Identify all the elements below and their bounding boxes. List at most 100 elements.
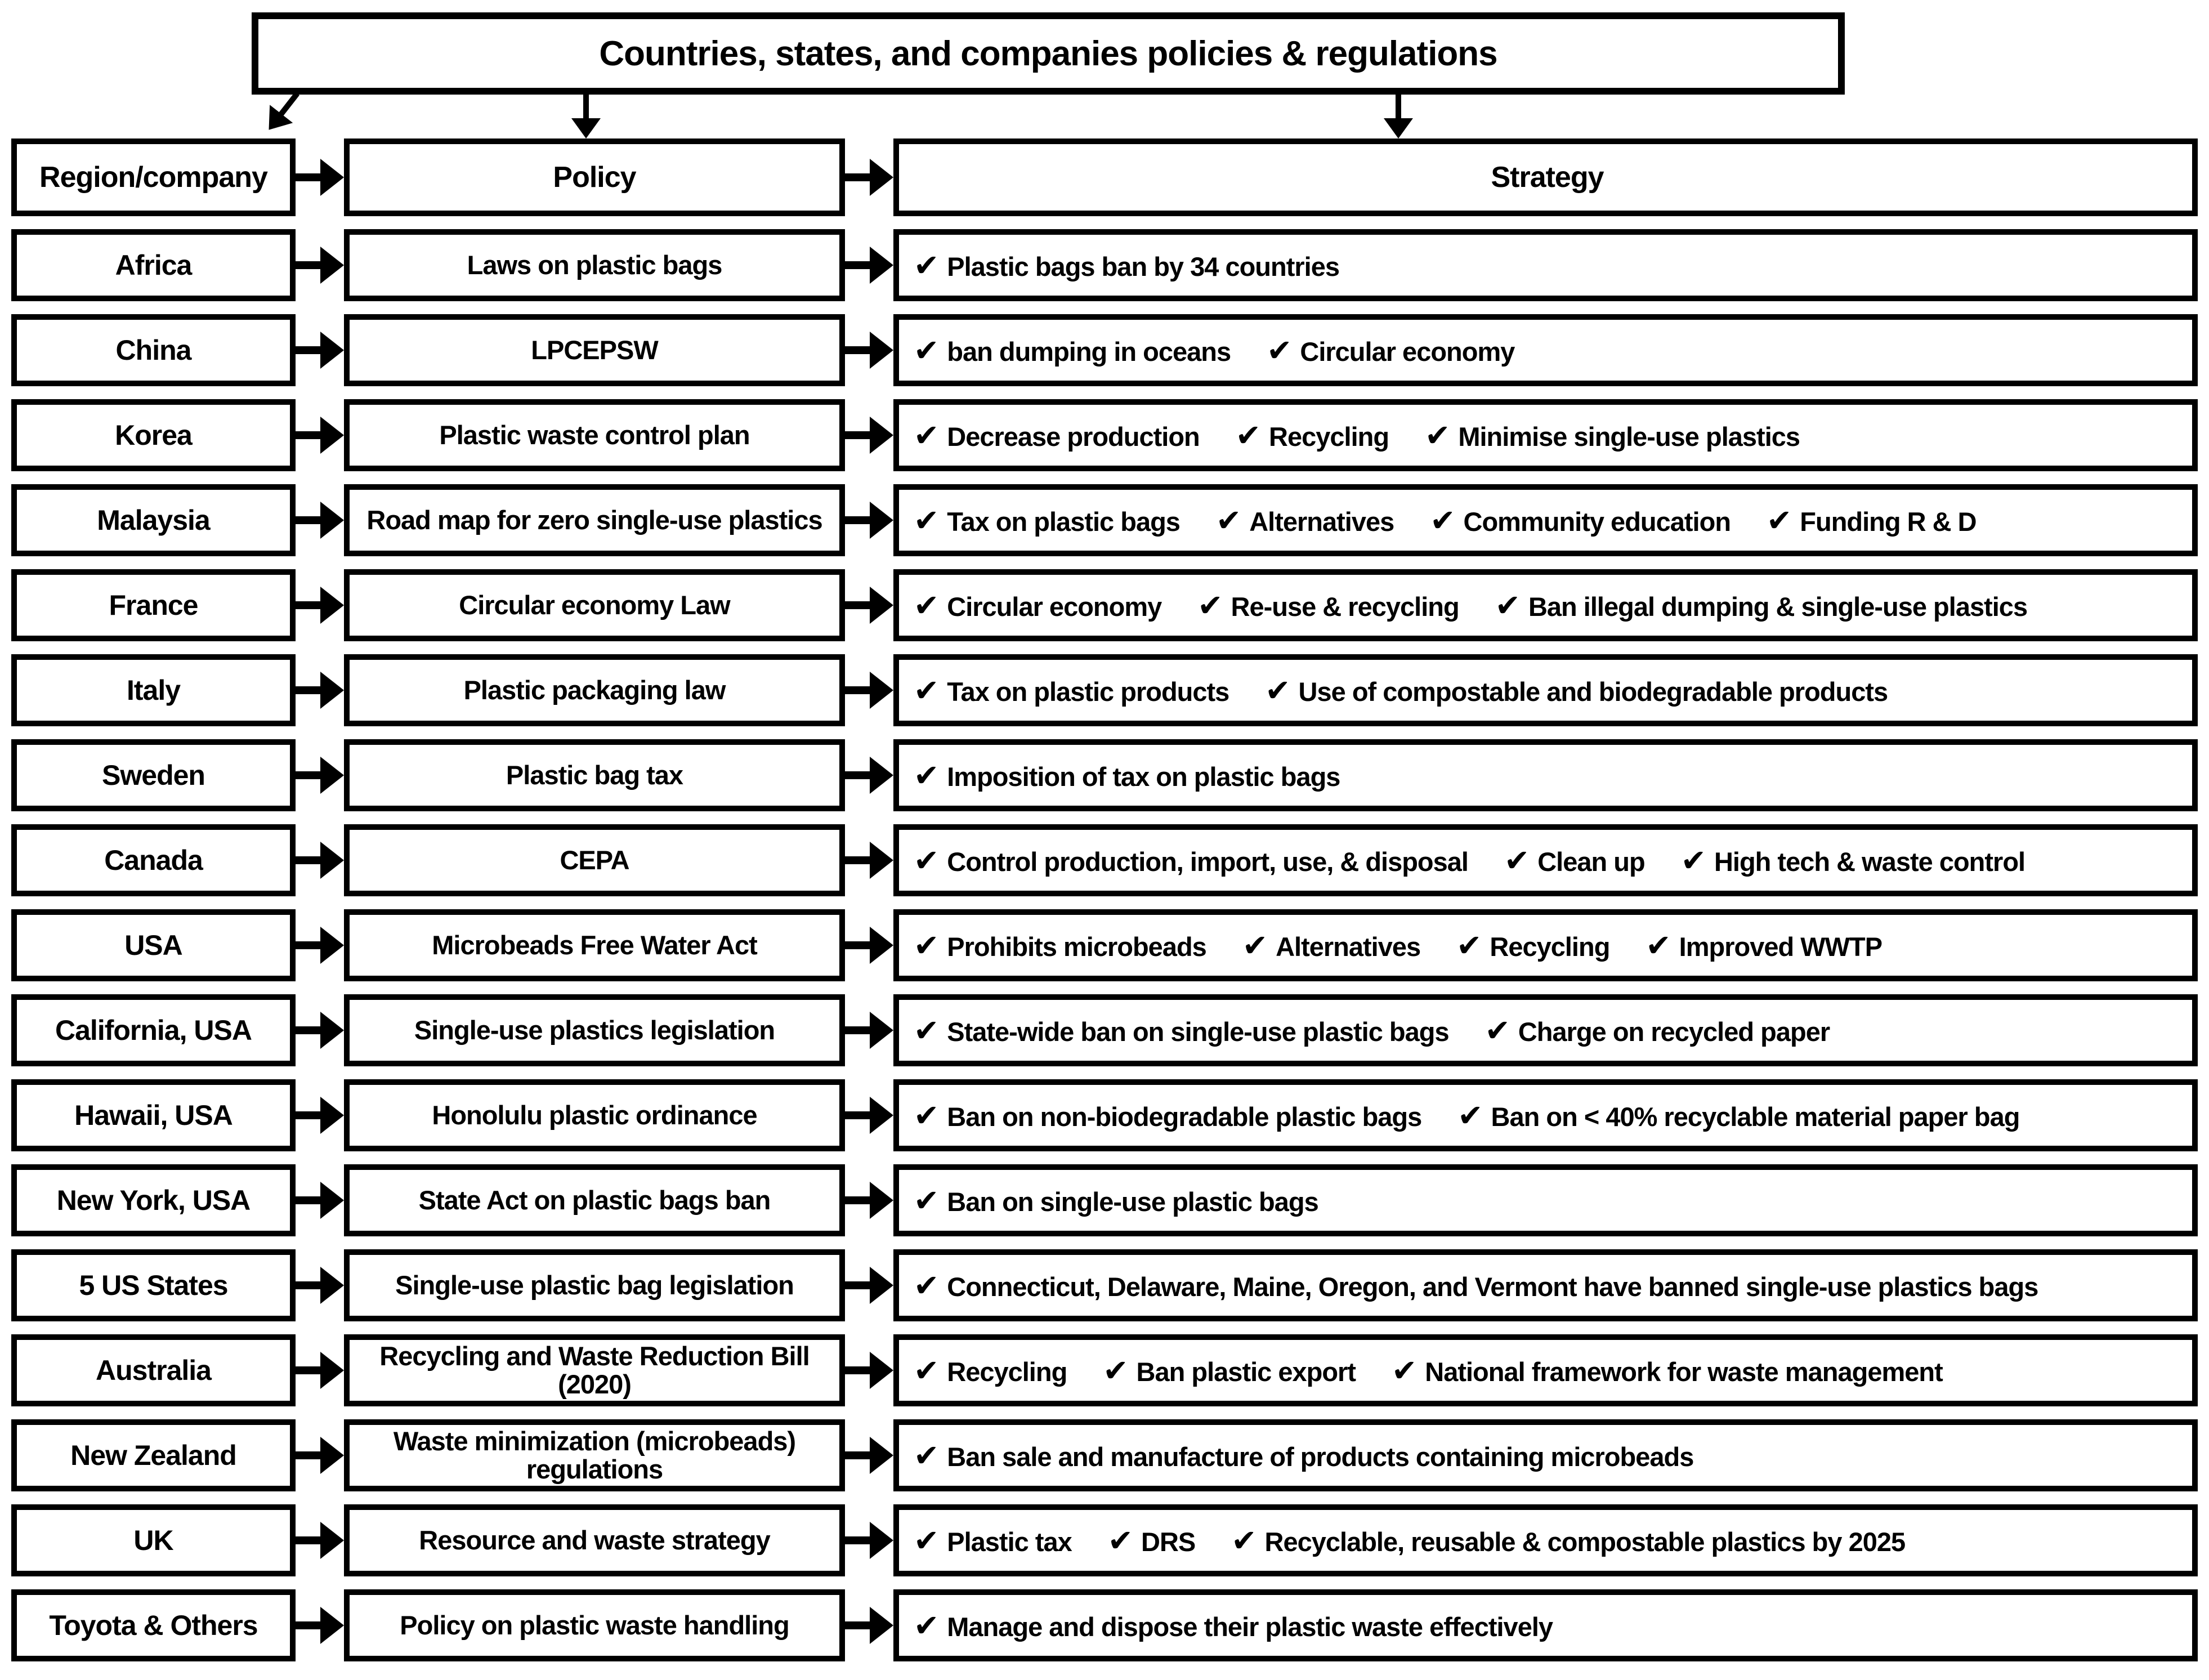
strategy-text: Alternatives <box>1249 506 1394 537</box>
policy-box: CEPA <box>344 824 845 896</box>
region-label: California, USA <box>55 1015 252 1046</box>
check-icon: ✔ <box>914 1097 940 1133</box>
policy-box: LPCEPSW <box>344 314 845 386</box>
check-icon: ✔ <box>914 842 940 878</box>
strategy-box: ✔Circular economy✔Re-use & recycling✔Ban… <box>893 569 2198 641</box>
diagram-title: Countries, states, and companies policie… <box>599 34 1497 73</box>
strategy-items: ✔ban dumping in oceans✔Circular economy <box>914 333 2181 368</box>
strategy-item: ✔Plastic tax <box>914 1523 1072 1558</box>
strategy-item: ✔Circular economy <box>914 588 1162 623</box>
arrow-right-icon <box>296 739 344 811</box>
strategy-text: Connecticut, Delaware, Maine, Oregon, an… <box>947 1271 2038 1302</box>
strategy-items: ✔Prohibits microbeads✔Alternatives✔Recyc… <box>914 928 2181 963</box>
strategy-items: ✔State-wide ban on single-use plastic ba… <box>914 1013 2181 1048</box>
region-label: Canada <box>104 845 203 876</box>
table-row: 5 US States Single-use plastic bag legis… <box>11 1249 2198 1321</box>
strategy-item: ✔High tech & waste control <box>1681 843 2025 878</box>
title-box: Countries, states, and companies policie… <box>252 12 1845 95</box>
strategy-text: Tax on plastic bags <box>947 506 1180 537</box>
arrow-right-icon <box>845 654 893 726</box>
region-box: 5 US States <box>11 1249 296 1321</box>
region-box: California, USA <box>11 994 296 1066</box>
arrow-right-icon <box>296 994 344 1066</box>
strategy-text: Ban plastic export <box>1136 1356 1356 1387</box>
strategy-text: DRS <box>1141 1526 1196 1557</box>
strategy-items: ✔Control production, import, use, & disp… <box>914 843 2181 878</box>
check-icon: ✔ <box>1242 927 1268 963</box>
region-label: France <box>109 589 199 621</box>
strategy-text: Recycling <box>1269 421 1389 452</box>
arrow-right-icon <box>845 824 893 896</box>
strategy-box: ✔Plastic tax✔DRS✔Recyclable, reusable & … <box>893 1504 2198 1576</box>
arrow-right-icon <box>296 314 344 386</box>
strategy-box: ✔Tax on plastic products✔Use of composta… <box>893 654 2198 726</box>
strategy-item: ✔Recyclable, reusable & compostable plas… <box>1231 1522 1906 1558</box>
arrow-right-icon <box>296 484 344 556</box>
strategy-item: ✔Connecticut, Delaware, Maine, Oregon, a… <box>914 1268 2038 1303</box>
strategy-text: Clean up <box>1537 846 1645 877</box>
arrow-right-icon <box>296 229 344 301</box>
strategy-item: ✔Plastic bags ban by 34 countries <box>914 248 1340 283</box>
arrow-right-icon <box>845 1504 893 1576</box>
strategy-text: Ban illegal dumping & single-use plastic… <box>1528 591 2028 622</box>
arrow-right-icon <box>296 569 344 641</box>
strategy-item: ✔Alternatives <box>1242 927 1421 963</box>
strategy-text: Funding R & D <box>1800 506 1977 537</box>
strategy-items: ✔Tax on plastic products✔Use of composta… <box>914 673 2181 708</box>
strategy-text: Recyclable, reusable & compostable plast… <box>1264 1526 1906 1557</box>
policy-box: Honolulu plastic ordinance <box>344 1079 845 1151</box>
policy-box: Single-use plastics legislation <box>344 994 845 1066</box>
arrow-right-icon <box>845 1419 893 1491</box>
policy-box: Road map for zero single-use plastics <box>344 484 845 556</box>
region-label: New Zealand <box>70 1440 237 1471</box>
region-label: Malaysia <box>97 504 210 536</box>
strategy-item: ✔Community education <box>1430 503 1731 538</box>
check-icon: ✔ <box>1392 1352 1417 1388</box>
strategy-item: ✔Circular economy <box>1267 333 1515 368</box>
check-icon: ✔ <box>1231 1522 1257 1558</box>
strategy-item: ✔Tax on plastic products <box>914 673 1229 708</box>
table-row: Korea Plastic waste control plan ✔Decrea… <box>11 399 2198 471</box>
arrow-right-icon <box>296 1504 344 1576</box>
region-header-box: Region/company <box>11 138 296 216</box>
policy-label: Single-use plastic bag legislation <box>395 1270 794 1301</box>
region-box: Malaysia <box>11 484 296 556</box>
strategy-box: ✔Recycling✔Ban plastic export✔National f… <box>893 1334 2198 1406</box>
strategy-item: ✔Alternatives <box>1216 503 1394 538</box>
strategy-items: ✔Circular economy✔Re-use & recycling✔Ban… <box>914 588 2181 623</box>
policy-box: Plastic waste control plan <box>344 399 845 471</box>
table-row: Sweden Plastic bag tax ✔Imposition of ta… <box>11 739 2198 811</box>
strategy-box: ✔Control production, import, use, & disp… <box>893 824 2198 896</box>
policy-box: Single-use plastic bag legislation <box>344 1249 845 1321</box>
strategy-text: Tax on plastic products <box>947 676 1229 707</box>
table-row: Australia Recycling and Waste Reduction … <box>11 1334 2198 1406</box>
check-icon: ✔ <box>1767 502 1792 538</box>
strategy-text: Improved WWTP <box>1679 931 1882 962</box>
table-row: Italy Plastic packaging law ✔Tax on plas… <box>11 654 2198 726</box>
strategy-item: ✔Clean up <box>1504 843 1645 878</box>
strategy-box: ✔Connecticut, Delaware, Maine, Oregon, a… <box>893 1249 2198 1321</box>
strategy-text: Circular economy <box>1300 336 1515 367</box>
strategy-box: ✔Imposition of tax on plastic bags <box>893 739 2198 811</box>
region-box: Australia <box>11 1334 296 1406</box>
region-box: Sweden <box>11 739 296 811</box>
arrow-down-left-icon <box>269 95 299 130</box>
region-box: Africa <box>11 229 296 301</box>
arrow-right-icon <box>296 824 344 896</box>
strategy-text: Charge on recycled paper <box>1518 1016 1830 1047</box>
check-icon: ✔ <box>1495 587 1521 623</box>
strategy-items: ✔Connecticut, Delaware, Maine, Oregon, a… <box>914 1268 2181 1303</box>
policy-label: Single-use plastics legislation <box>414 1015 775 1045</box>
policy-label: Waste minimization (microbeads) regulati… <box>393 1426 796 1484</box>
strategy-box: ✔Manage and dispose their plastic waste … <box>893 1589 2198 1661</box>
policy-box: Plastic bag tax <box>344 739 845 811</box>
table-row: Africa Laws on plastic bags ✔Plastic bag… <box>11 229 2198 301</box>
strategy-text: Circular economy <box>947 591 1162 622</box>
policy-box: Plastic packaging law <box>344 654 845 726</box>
strategy-item: ✔DRS <box>1108 1523 1196 1558</box>
region-box: Hawaii, USA <box>11 1079 296 1151</box>
arrow-right-icon <box>845 484 893 556</box>
check-icon: ✔ <box>914 502 940 538</box>
arrow-right-icon <box>845 314 893 386</box>
